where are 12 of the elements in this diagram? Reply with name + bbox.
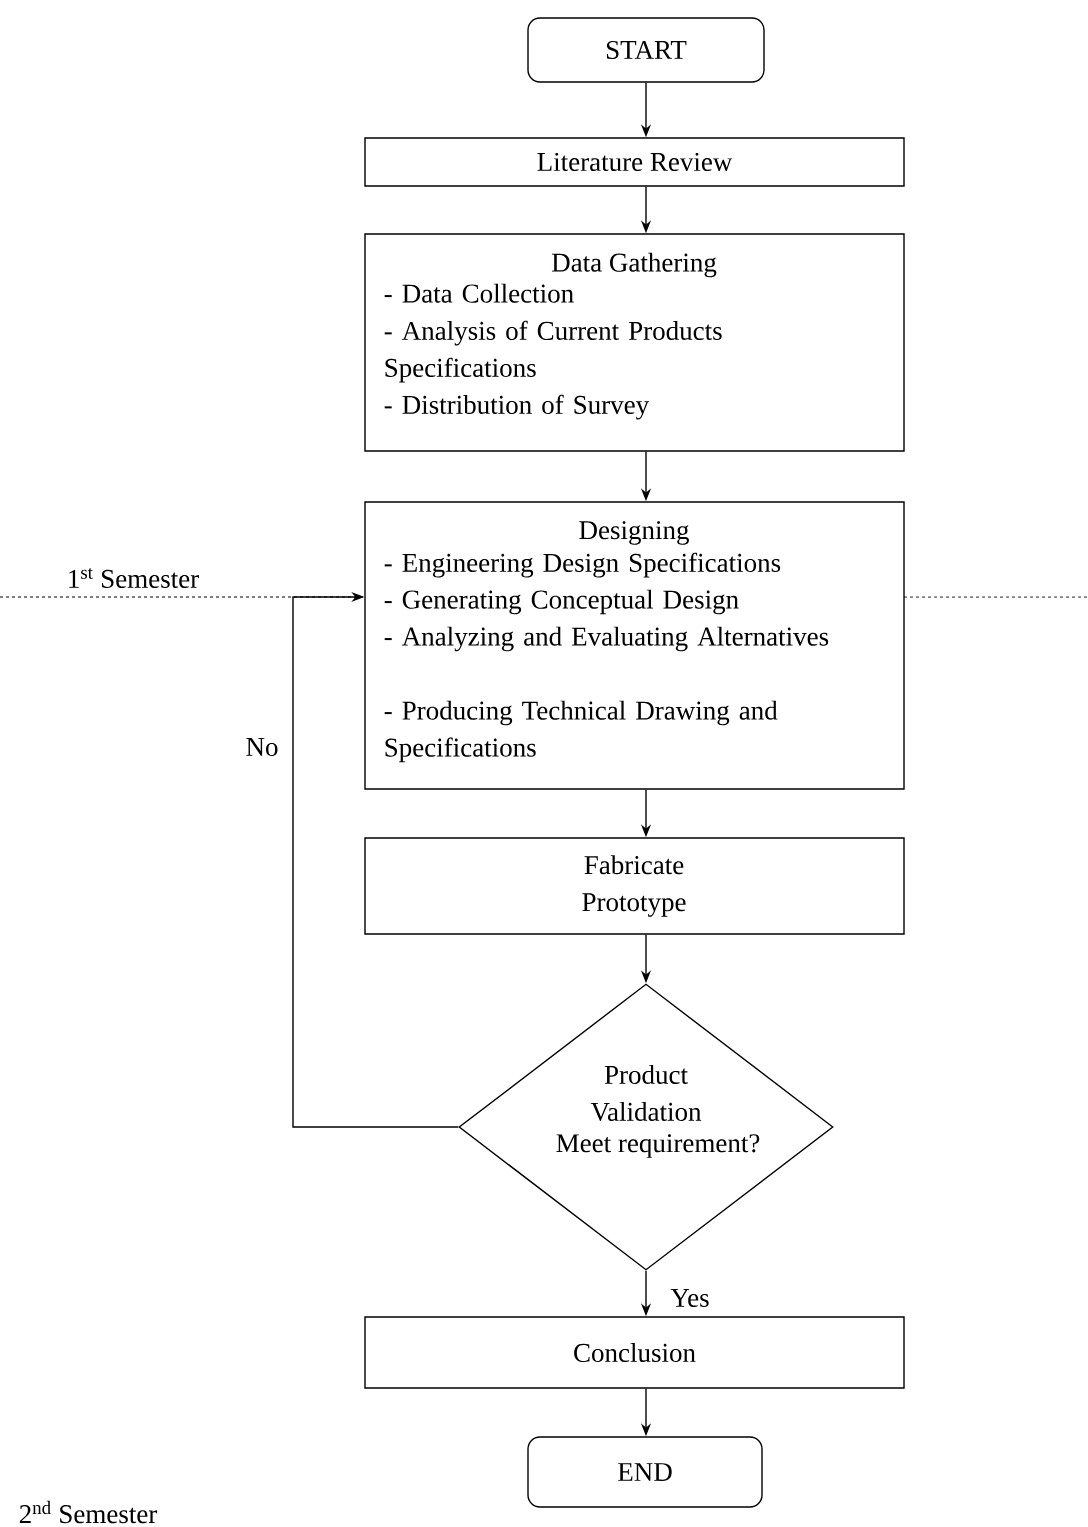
- process-box: Conclusion: [364, 1316, 905, 1389]
- edge-label: No: [243, 736, 281, 758]
- terminator-box: START: [527, 17, 765, 83]
- process-box: Literature Review: [364, 137, 905, 187]
- terminator-box: END: [527, 1436, 763, 1508]
- process-box: Fabricate Prototype: [364, 837, 905, 935]
- process-box: Data Gathering - Data Collection - Analysis of Current Products Specifications - Distribution of Survey: [364, 233, 905, 452]
- semester-label: 2$^{nd}$ Semester: [19, 1500, 158, 1524]
- process-box: Designing - Engineering Design Specifications - Generating Conceptual Design - Analyzing and Evaluating Alternatives - Producing Technical Drawing and Specifications: [364, 501, 905, 790]
- semester-label: 1$^{st}$ Semester: [69, 568, 199, 588]
- edge-label: Yes: [668, 1287, 712, 1309]
- arrow: [292, 591, 459, 1128]
